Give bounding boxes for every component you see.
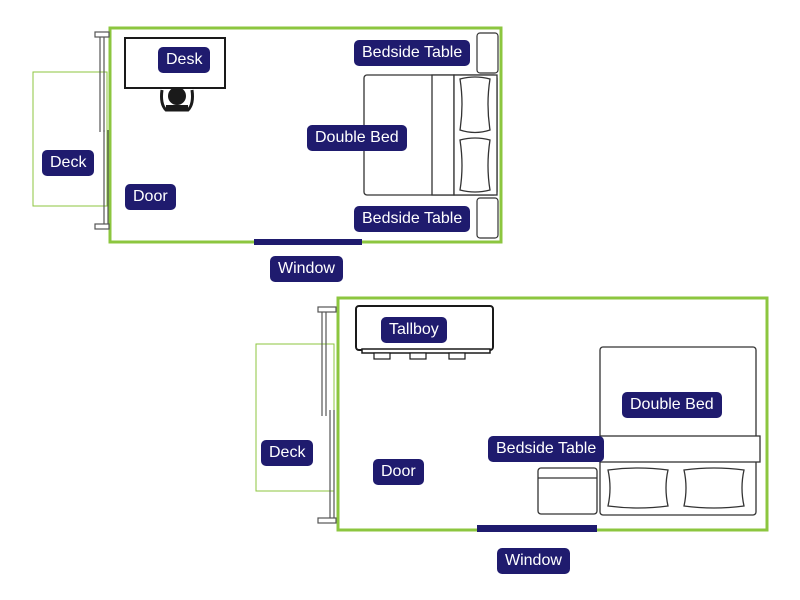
double-bed-shape [363,74,498,196]
door-label: Door [373,459,424,485]
deck-label: Deck [42,150,95,176]
bedside-table-top-label: Bedside Table [354,40,471,66]
sliding-door [317,306,337,524]
bedside-table-bottom-shape [476,197,499,239]
double-bed-shape [599,346,761,516]
floor-plan-1 [32,26,503,245]
floor-plan-2 [255,296,769,532]
door-label: Door [125,184,176,210]
double-bed-label: Double Bed [307,125,407,151]
bedside-table-label: Bedside Table [488,436,605,462]
bedside-table-shape [537,467,598,515]
bedside-table-bottom-label: Bedside Table [354,206,471,232]
window-label: Window [497,548,570,574]
window-bar [477,525,597,532]
window-bar [254,239,362,245]
deck-area [32,71,108,207]
deck-label: Deck [261,440,314,466]
tallboy-label: Tallboy [381,317,447,343]
double-bed-label: Double Bed [622,392,722,418]
window-label: Window [270,256,343,282]
desk-label: Desk [158,47,211,73]
sliding-door [94,31,110,230]
chair-icon [160,87,194,112]
bedside-table-top-shape [476,32,499,74]
